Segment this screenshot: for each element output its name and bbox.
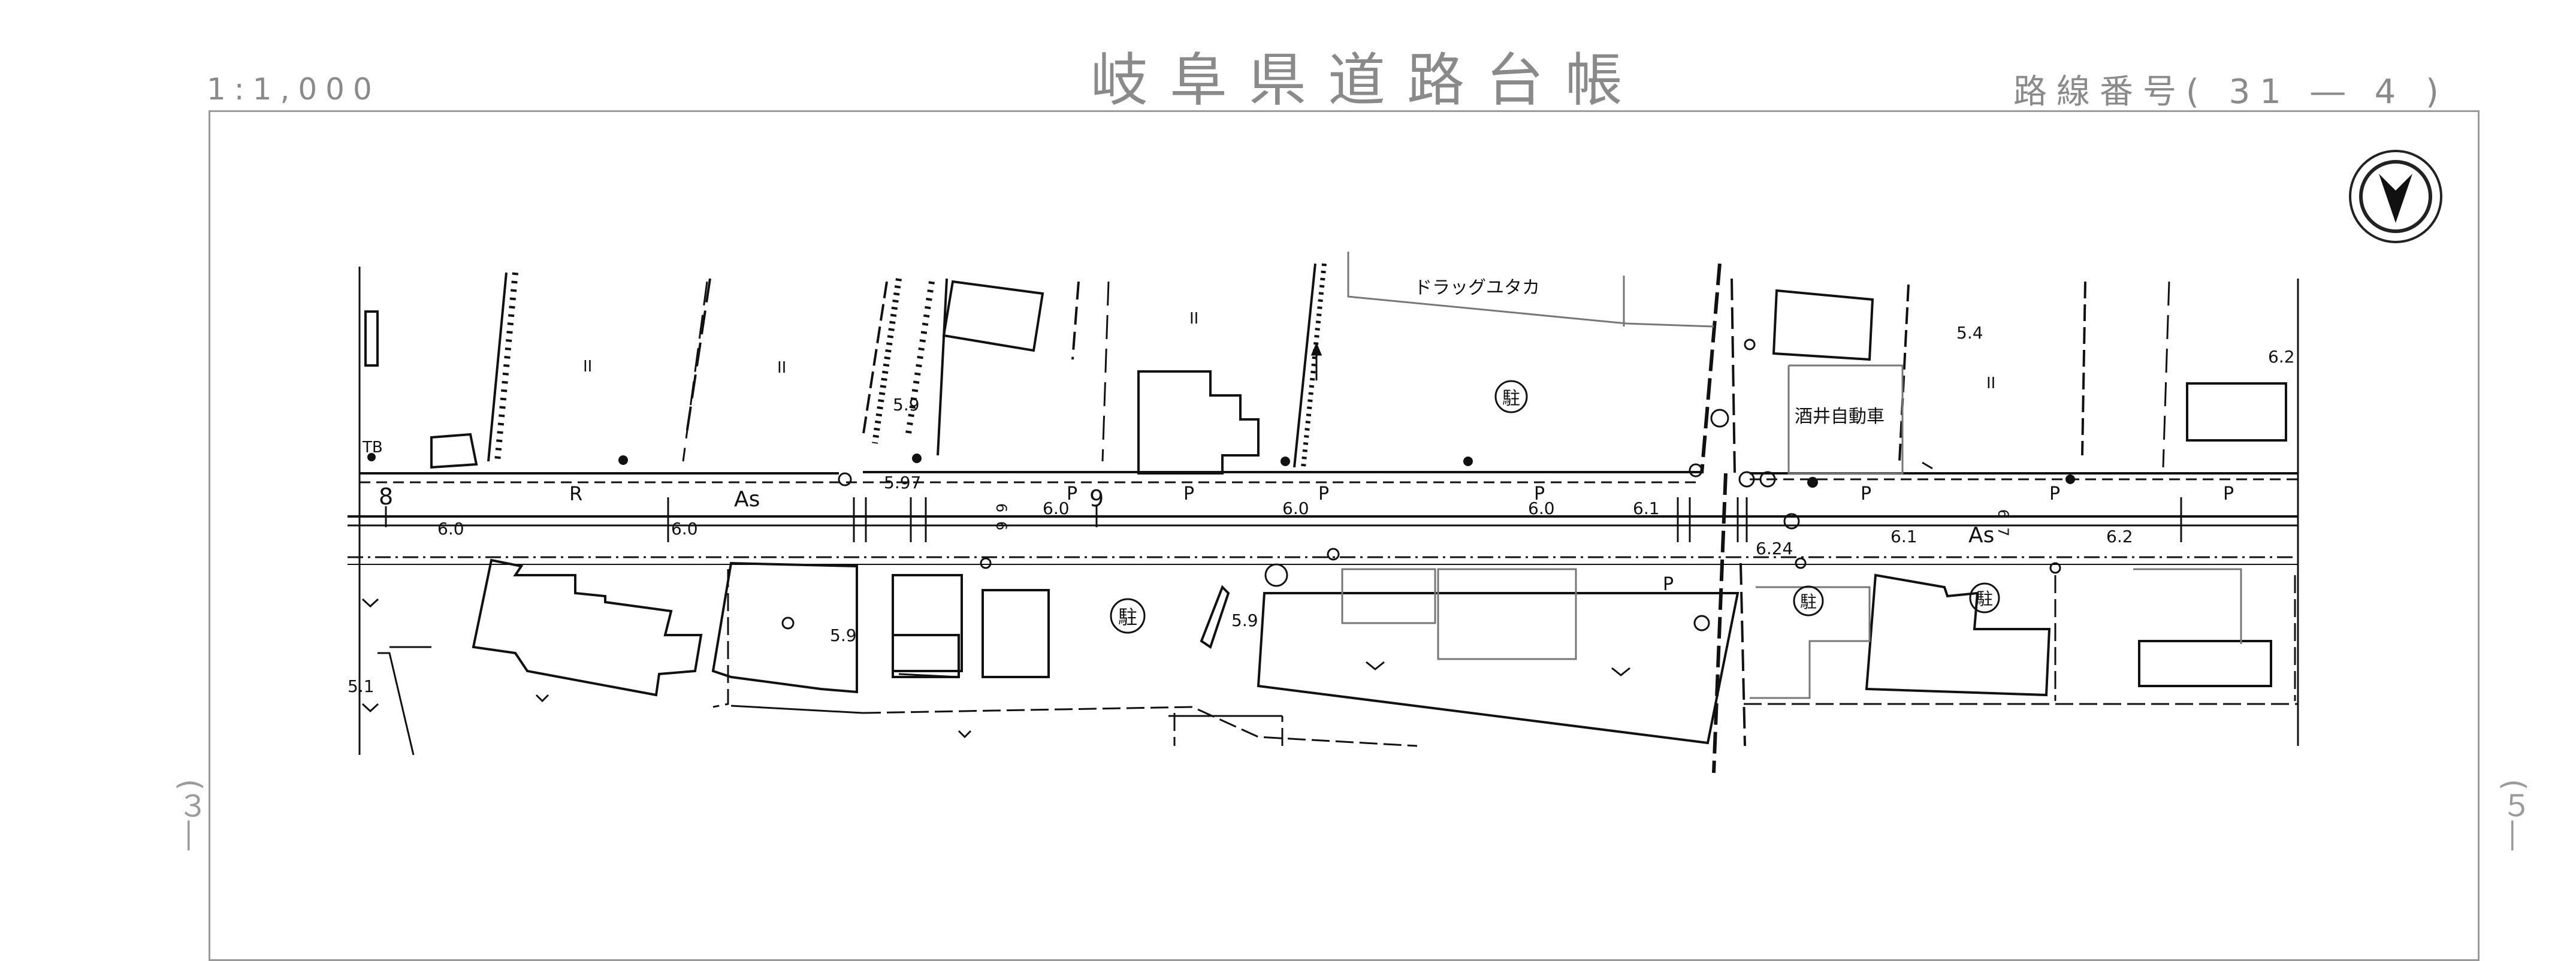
- road-mark-p: P: [1318, 483, 1329, 504]
- route-number: 31: [2228, 72, 2291, 111]
- road-width: 6.1: [1633, 498, 1660, 518]
- route-close-paren: ): [2426, 72, 2448, 111]
- road-width: 6.1: [1891, 527, 1917, 546]
- parking-label: 駐: [1118, 606, 1137, 628]
- field-mark: II: [1189, 310, 1198, 328]
- parking-label: 駐: [1800, 592, 1817, 612]
- road-mark-p: P: [1183, 483, 1194, 504]
- road-mark-p: P: [2049, 483, 2060, 504]
- road-width: 6.0: [1043, 498, 1070, 518]
- route-number-label: 路線番号( 31 ― 4 ): [2013, 65, 2448, 113]
- road-mark-p: P: [2223, 483, 2234, 504]
- road-width: 6.0: [437, 519, 464, 539]
- road-mark-p: P: [1861, 483, 1871, 504]
- buildings-north: [364, 280, 2287, 475]
- road-mark-p: P: [1534, 483, 1545, 504]
- tb-label: TB: [362, 439, 383, 457]
- field-mark: II: [777, 359, 786, 377]
- field-mark: II: [1986, 374, 1995, 392]
- parking-circle: [1793, 585, 1824, 617]
- road-mark-p: P: [1663, 574, 1674, 595]
- place-name-sakai-auto: 酒井自動車: [1795, 406, 1885, 427]
- side-width: 7: [1995, 527, 2012, 536]
- road-width: 6.24: [1756, 539, 1793, 558]
- road-mark-r: R: [569, 482, 582, 505]
- road-width: 5.97: [884, 473, 921, 492]
- road-edge-south: [348, 515, 2298, 565]
- route-sheet: 4: [2374, 72, 2406, 111]
- station-number: 8: [379, 483, 393, 510]
- side-width: 6: [993, 503, 1010, 512]
- road-width: 6.0: [1528, 498, 1555, 518]
- north-arrow-icon: [2349, 150, 2442, 243]
- page-title: 岐阜県道路台帳: [1091, 47, 1644, 114]
- side-width: 6: [1995, 509, 2012, 518]
- road-surface-label: As: [1968, 523, 1994, 548]
- buildings-south: [472, 558, 2272, 745]
- parking-circle: [1969, 582, 2000, 614]
- adjacent-sheet-left: (３―: [173, 779, 208, 851]
- road-mark-p: P: [1067, 483, 1077, 504]
- parking-symbols: 駐 駐 駐 駐: [1110, 380, 2000, 634]
- route-dash: ―: [2311, 72, 2354, 111]
- parking-circle: [1494, 380, 1528, 413]
- route-label-text: 路線番号: [2013, 72, 2186, 111]
- parking-label: 駐: [1502, 388, 1520, 409]
- road-surface-label: As: [734, 487, 760, 512]
- route-open-paren: (: [2186, 72, 2209, 111]
- spot-height: 5.9: [830, 625, 857, 645]
- road-width: 6.2: [2106, 527, 2133, 546]
- field-mark: II: [583, 358, 592, 376]
- spot-height: 5.4: [1956, 323, 1983, 343]
- side-width: 6: [993, 521, 1010, 530]
- road-width: 6.0: [1282, 498, 1309, 518]
- spot-height: 5.9: [893, 395, 920, 415]
- spot-height: 5.9: [1231, 611, 1258, 630]
- parking-label: 駐: [1976, 589, 1993, 609]
- parking-circle: [1110, 598, 1146, 634]
- place-name-drug-yutaka: ドラッグユタカ: [1414, 277, 1540, 298]
- spot-height: 5.1: [348, 676, 375, 696]
- adjacent-sheet-right: (５―: [2497, 779, 2532, 851]
- scale-label: 1:1,000: [207, 72, 380, 107]
- road-width: 6.2: [2268, 347, 2295, 367]
- station-number: 9: [1089, 485, 1104, 512]
- road-width: 6.0: [671, 519, 698, 539]
- road-edge-north: [360, 471, 2298, 483]
